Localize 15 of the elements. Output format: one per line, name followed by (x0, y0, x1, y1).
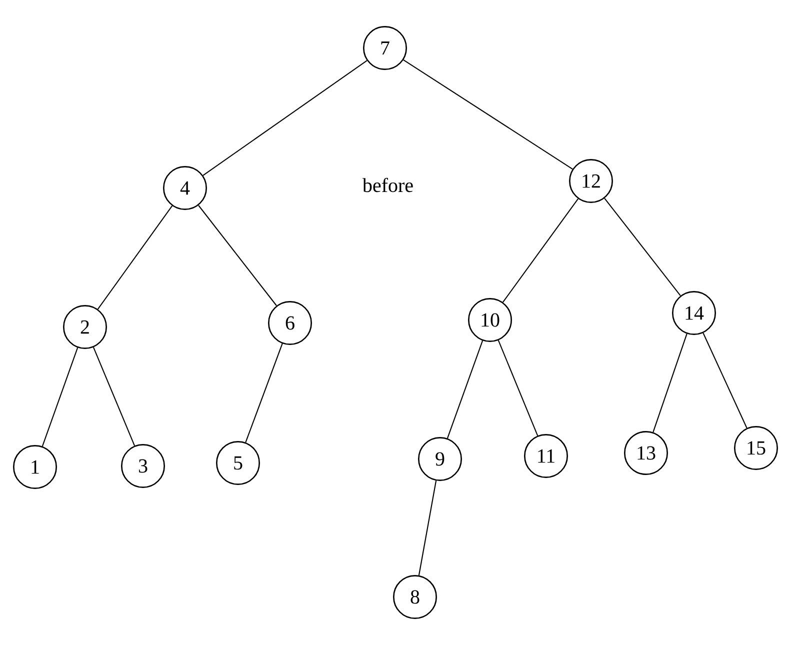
tree-edge (604, 198, 681, 296)
tree-edge (418, 480, 437, 576)
tree-edge (42, 348, 78, 446)
tree-edge (198, 205, 277, 306)
tree-edge (446, 340, 484, 438)
tree-edge (702, 332, 748, 428)
tree-edge (502, 198, 578, 303)
caption-text: before (362, 178, 413, 192)
tree-edge (202, 60, 368, 176)
tree-edge (652, 334, 688, 432)
tree-edge (403, 59, 573, 170)
tree-edge (245, 343, 283, 443)
tree-edge (92, 347, 136, 446)
tree-edge (97, 206, 173, 310)
tree-edge (498, 340, 538, 436)
